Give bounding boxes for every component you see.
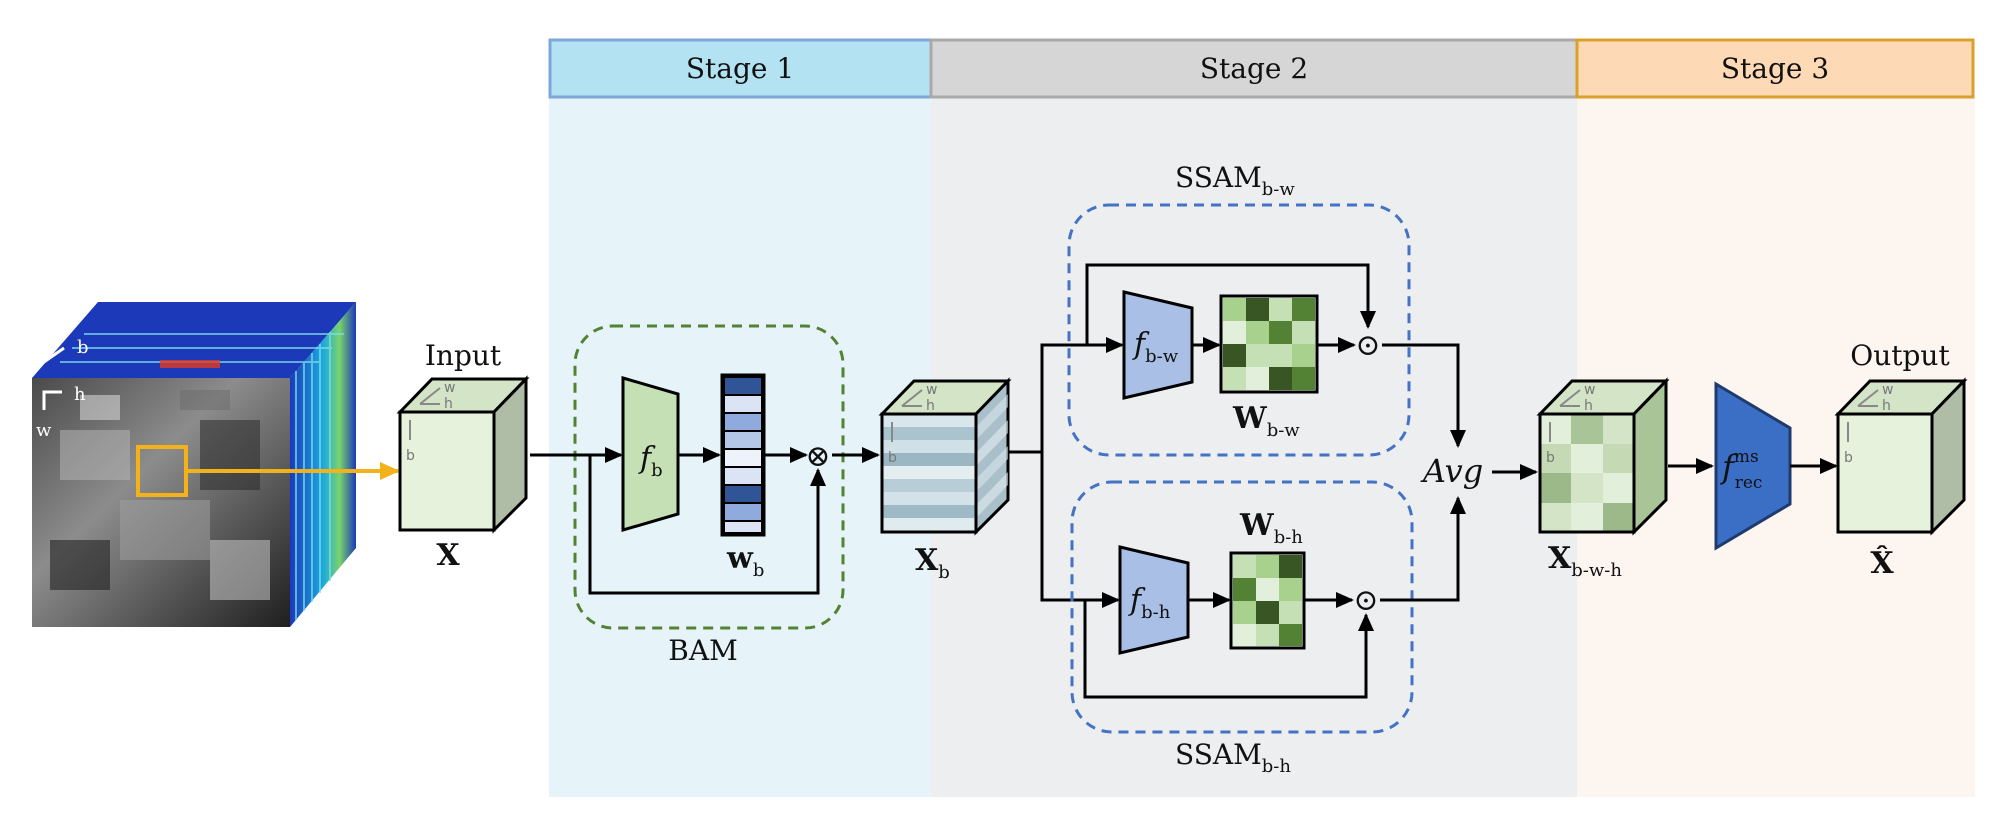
xbwh-cube-axis-h: h [1584, 398, 1593, 414]
bam-module: BAM fb wb ⊗ [530, 324, 880, 667]
ssam-bh-label: SSAMb-h [1175, 738, 1291, 777]
bam-dashed-box [573, 324, 845, 630]
xb-cube-bands [882, 414, 976, 532]
hsi-image-cube: b h w [32, 302, 400, 627]
stage-3-label: Stage 3 [1721, 52, 1829, 85]
xb-cube: w h b Xb [878, 377, 1012, 583]
fb-trapezoid [621, 376, 680, 532]
xb-cube-axis-h: h [926, 398, 935, 414]
xbwh-cube-axis-b: b [1546, 450, 1555, 466]
ssam-bh-dot-symbol: ⊙ [1353, 583, 1378, 618]
hsi-axis-b-label: b [77, 337, 89, 358]
input-label: Input [425, 339, 502, 372]
xb-label: Xb [915, 543, 950, 583]
wbh-weight-matrix [1233, 555, 1302, 646]
fbh-trapezoid [1118, 545, 1190, 655]
output-label: Output [1850, 339, 1950, 372]
hsi-axis-w-label: w [36, 420, 52, 441]
input-symbol: X [436, 538, 460, 573]
xbwh-cube: w h b Xb-w-h [1536, 377, 1670, 581]
ssam-bh-dashed-box [1070, 480, 1414, 734]
xb-cube-axis-b: b [888, 450, 897, 466]
ssam-bw-label: SSAMb-w [1175, 161, 1295, 200]
wb-weight-vector [723, 376, 763, 534]
avg-merge [1380, 343, 1538, 602]
xbwh-label: Xb-w-h [1548, 541, 1622, 581]
xb-cube-axis-w: w [926, 382, 937, 398]
stage-2-header [929, 38, 1579, 99]
stage-panels: Stage 1 Stage 2 Stage 3 [548, 38, 1975, 797]
frec-trapezoid [1714, 381, 1792, 551]
hsi-red-band [160, 360, 220, 368]
ssam-bw-dot-symbol: ⊙ [1355, 328, 1380, 363]
xb-cube-side-bands [976, 394, 1008, 518]
xb-cube-axes [891, 389, 923, 442]
bam-label: BAM [668, 634, 737, 667]
wb-label: wb [726, 541, 764, 581]
input-cube: w h b Input X [396, 339, 530, 573]
ssam-bw-dashed-box [1067, 203, 1411, 457]
xb-cube-front [880, 412, 978, 534]
hsi-axis-h-label: h [74, 384, 86, 405]
stage-2-panel [931, 97, 1577, 797]
input-cube-axis-h: h [444, 396, 453, 412]
multiply-symbol: ⊗ [805, 439, 830, 474]
ssam-bw-skip-connection [1085, 263, 1376, 345]
output-cube-axis-h: h [1882, 398, 1891, 414]
wbw-weight-matrix [1223, 298, 1315, 390]
fbw-trapezoid [1122, 290, 1194, 400]
wbw-label: Wb-w [1232, 401, 1300, 441]
xb-split-connections [1008, 337, 1124, 608]
output-cube-front [1836, 412, 1934, 534]
wbh-label: Wb-h [1239, 508, 1303, 548]
stage-1-label: Stage 1 [686, 52, 794, 85]
stage-3-header [1575, 38, 1975, 99]
avg-label: Avg [1420, 452, 1483, 490]
hsi-top-layers [32, 302, 356, 378]
bam-skip-connection [588, 455, 826, 595]
xbwh-cube-axis-w: w [1584, 382, 1595, 398]
input-cube-axis-b: b [406, 448, 415, 464]
output-cube: w h b Output X̂ [1834, 339, 1968, 581]
ssam-bw-to-avg [1382, 343, 1466, 448]
stage-2-label: Stage 2 [1200, 52, 1308, 85]
output-cube-axes [1847, 389, 1879, 442]
hsi-spectral-lines [60, 332, 344, 620]
xbwh-cube-axes [1549, 389, 1581, 442]
output-cube-axis-b: b [1844, 450, 1853, 466]
hsi-field-patches [50, 390, 270, 600]
output-cube-axis-w: w [1882, 382, 1893, 398]
input-cube-axes [409, 387, 441, 440]
output-symbol: X̂ [1870, 546, 1894, 581]
hsi-axis-glyph [42, 346, 65, 410]
ssam-bw-module: SSAMb-w fb-w Wb-w ⊙ [1067, 161, 1411, 457]
xbwh-cube-front [1538, 412, 1636, 534]
ssam-bh-skip-connection [1083, 600, 1374, 699]
hsi-side-layers [290, 302, 356, 627]
ssam-bh-module: SSAMb-h fb-h Wb-h ⊙ [1070, 480, 1414, 777]
input-cube-axis-w: w [444, 380, 455, 396]
ssam-bh-to-avg [1380, 496, 1466, 602]
xbwh-cube-pattern [1540, 414, 1634, 532]
input-cube-front [398, 410, 496, 532]
